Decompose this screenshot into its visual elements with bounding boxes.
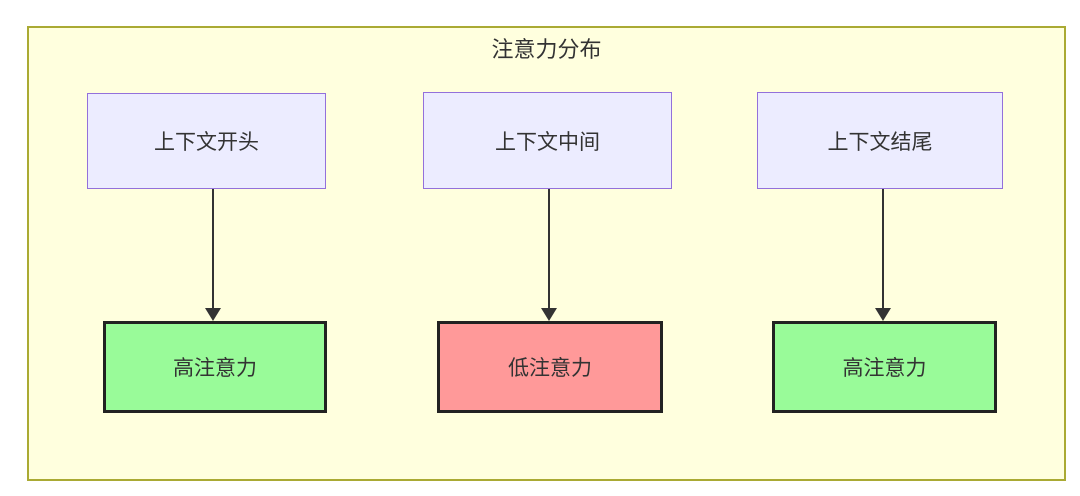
node-low-attention-middle: 低注意力 xyxy=(437,321,663,413)
node-high-attention-left-label: 高注意力 xyxy=(173,357,257,380)
arrowhead-down-icon xyxy=(205,308,221,321)
node-context-start-label: 上下文开头 xyxy=(154,131,259,154)
diagram-title: 注意力分布 xyxy=(491,37,602,62)
arrow-context-start-to-high-attention xyxy=(212,189,214,310)
node-context-end-label: 上下文结尾 xyxy=(827,130,933,154)
node-high-attention-right-label: 高注意力 xyxy=(842,357,927,380)
node-high-attention-left: 高注意力 xyxy=(103,321,327,413)
node-context-middle: 上下文中间 xyxy=(423,92,672,189)
node-low-attention-middle-label: 低注意力 xyxy=(508,357,592,380)
node-context-start: 上下文开头 xyxy=(87,93,326,189)
node-context-middle-label: 上下文中间 xyxy=(495,130,600,154)
arrowhead-down-icon xyxy=(541,308,557,321)
arrow-context-end-to-high-attention xyxy=(882,189,884,310)
node-high-attention-right: 高注意力 xyxy=(772,321,997,413)
arrow-context-middle-to-low-attention xyxy=(548,189,550,310)
arrowhead-down-icon xyxy=(875,308,891,321)
node-context-end: 上下文结尾 xyxy=(757,92,1003,189)
